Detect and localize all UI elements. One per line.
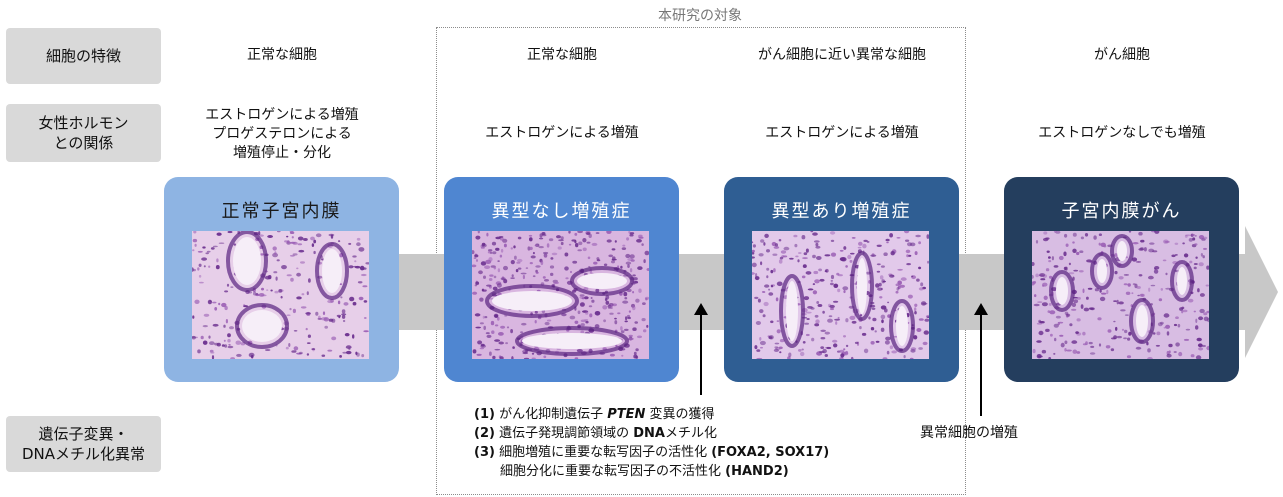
histology-image — [752, 231, 929, 359]
progression-arrow-head — [1245, 226, 1278, 358]
hormone-hyperplasia-no-atypia: エストロゲンによる増殖 — [485, 125, 639, 141]
feature-normal-endometrium: 正常な細胞 — [247, 47, 317, 63]
stage-title: 子宮内膜がん — [1061, 201, 1182, 222]
hormone-hyperplasia-atypia: エストロゲンによる増殖 — [765, 125, 919, 141]
stage-title: 異型なし増殖症 — [491, 201, 632, 222]
genetic-change-arrow — [694, 303, 708, 395]
stage-card-endometrial-cancer: 子宮内膜がん — [1004, 177, 1239, 382]
hormone-endometrial-cancer: エストロゲンなしでも増殖 — [1038, 125, 1206, 141]
stage-card-normal-endometrium: 正常子宮内膜 — [164, 177, 399, 382]
histology-texture — [1032, 231, 1209, 359]
genetic-change-item: (3) 細胞増殖に重要な転写因子の活性化 (FOXA2, SOX17) — [474, 445, 830, 460]
row-label-genetic: 遺伝子変異・ DNAメチル化異常 — [6, 416, 161, 472]
study-target-label: 本研究の対象 — [658, 8, 742, 24]
histology-texture — [472, 231, 649, 359]
feature-hyperplasia-no-atypia: 正常な細胞 — [527, 47, 597, 63]
abnormal-growth-arrow — [974, 303, 988, 416]
abnormal-growth-note: 異常細胞の増殖 — [920, 425, 1018, 441]
histology-texture — [192, 231, 369, 359]
genetic-change-list: (1) がん化抑制遺伝子 PTEN 変異の獲得 (2) 遺伝子発現調節領域の D… — [474, 405, 829, 481]
row-label-features: 細胞の特徴 — [6, 28, 161, 84]
stage-title: 正常子宮内膜 — [221, 201, 342, 222]
histology-image — [1032, 231, 1209, 359]
row-label-hormone: 女性ホルモン との関係 — [6, 104, 161, 162]
genetic-change-item: (1) がん化抑制遺伝子 PTEN 変異の獲得 — [474, 407, 715, 422]
stage-title: 異型あり増殖症 — [771, 201, 912, 222]
histology-image — [192, 231, 369, 359]
stage-card-hyperplasia-no-atypia: 異型なし増殖症 — [444, 177, 679, 382]
genetic-change-item: 細胞分化に重要な転写因子の不活性化 (HAND2) — [500, 464, 789, 479]
histology-image — [472, 231, 649, 359]
stage-card-hyperplasia-atypia: 異型あり増殖症 — [724, 177, 959, 382]
feature-hyperplasia-atypia: がん細胞に近い異常な細胞 — [758, 47, 926, 63]
histology-texture — [752, 231, 929, 359]
genetic-change-item: (2) 遺伝子発現調節領域の DNAメチル化 — [474, 426, 717, 441]
hormone-normal-endometrium: エストロゲンによる増殖 プロゲステロンによる 増殖停止・分化 — [205, 107, 359, 161]
feature-endometrial-cancer: がん細胞 — [1094, 47, 1150, 63]
